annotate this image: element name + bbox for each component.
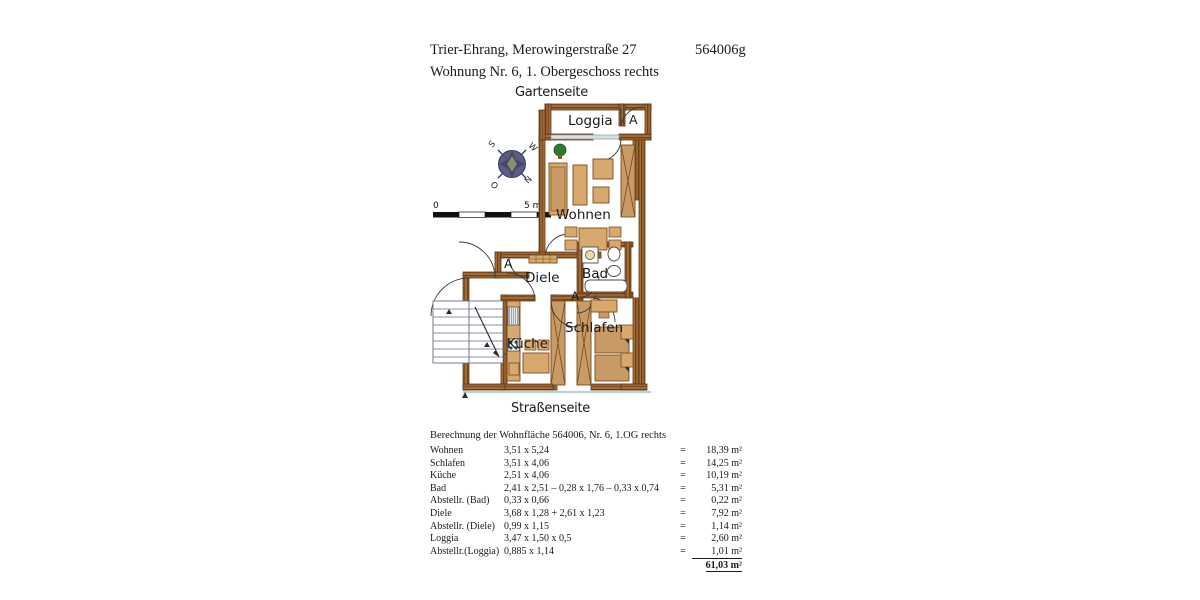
calc-equals: = [680, 545, 686, 557]
calc-equals: = [680, 533, 686, 545]
label-street-side: Straßenseite [511, 401, 590, 416]
calc-value: 14,25 m² [706, 457, 742, 469]
calc-title: Berechnung der Wohnfläche 564006, Nr. 6,… [430, 430, 667, 441]
storage-label-bad: A [571, 289, 579, 303]
calc-value: 18,39 m² [706, 445, 742, 456]
calc-row: Wohnen 3,51 x 5,24 = 18,39 m² [430, 445, 742, 458]
compass-label-w: W [526, 141, 539, 154]
calc-equals: = [680, 495, 686, 507]
calc-row: Loggia 3,47 x 1,50 x 0,5 = 2,60 m² [430, 533, 742, 546]
room-label-loggia: Loggia [568, 113, 613, 129]
compass-rose: S W O N [487, 139, 539, 192]
calc-value: 7,92 m² [711, 507, 742, 519]
compass-label-s: S [487, 139, 498, 150]
calc-room-name: Abstellr.(Loggia) [430, 545, 500, 557]
scale-bar-end: 5 m [524, 201, 541, 211]
calc-row: Abstellr.(Loggia) 0,885 x 1,14 = 1,01 m² [430, 546, 742, 559]
label-garden-side: Gartenseite [515, 85, 588, 100]
calc-room-name: Abstellr. (Bad) [430, 495, 490, 507]
entrance-arrow [462, 392, 468, 398]
calc-room-name: Schlafen [430, 457, 465, 469]
calc-equals: = [680, 457, 686, 469]
calc-formula: 2,41 x 2,51 – 0,28 x 1,76 – 0,33 x 0,74 [504, 482, 659, 494]
room-label-schlafen: Schlafen [565, 320, 623, 336]
calc-equals: = [680, 470, 686, 482]
calc-row: Bad 2,41 x 2,51 – 0,28 x 1,76 – 0,33 x 0,… [430, 483, 742, 496]
scale-bar: 0 5 m [433, 201, 551, 218]
calc-room-name: Bad [430, 482, 447, 494]
calc-value: 2,60 m² [711, 533, 742, 545]
storage-label-diele: A [504, 256, 513, 271]
calc-value: 5,31 m² [711, 482, 742, 494]
page-subtitle: Wohnung Nr. 6, 1. Obergeschoss rechts [430, 64, 659, 80]
calc-value: 10,19 m² [706, 470, 742, 482]
calc-equals: = [680, 520, 686, 532]
room-label-bad: Bad [582, 266, 608, 282]
calc-room-name: Wohnen [430, 445, 464, 456]
calc-formula: 3,51 x 4,06 [504, 457, 549, 469]
calc-equals: = [680, 445, 686, 456]
calc-row: Schlafen 3,51 x 4,06 = 14,25 m² [430, 458, 742, 471]
calc-row: Abstellr. (Bad) 0,33 x 0,66 = 0,22 m² [430, 495, 742, 508]
calc-row: Diele 3,68 x 1,28 + 2,61 x 1,23 = 7,92 m² [430, 508, 742, 521]
scale-bar-start: 0 [433, 201, 439, 211]
calc-room-name: Abstellr. (Diele) [430, 520, 495, 532]
calc-room-name: Loggia [430, 533, 459, 545]
page-title: Trier-Ehrang, Merowingerstraße 27 [430, 42, 637, 58]
calc-value: 0,22 m² [711, 495, 742, 507]
area-calculation: Berechnung der Wohnfläche 564006, Nr. 6,… [430, 430, 760, 574]
calc-equals: = [680, 482, 686, 494]
calc-formula: 2,51 x 4,06 [504, 470, 549, 482]
calc-room-name: Küche [430, 470, 457, 482]
room-label-diele: Diele [525, 270, 560, 286]
calc-formula: 3,51 x 5,24 [504, 445, 549, 456]
compass-label-o: O [488, 180, 500, 192]
calc-value: 1,01 m² [711, 545, 742, 557]
furniture [432, 143, 634, 398]
compass-label-n: N [523, 175, 535, 187]
room-label-kueche: Küche [507, 336, 548, 352]
calc-formula: 0,885 x 1,14 [504, 545, 554, 557]
document-header: Trier-Ehrang, Merowingerstraße 27 564006… [430, 42, 770, 80]
calc-table: Wohnen 3,51 x 5,24 = 18,39 m² Schlafen 3,51 x… [430, 445, 742, 574]
calc-formula: 3,68 x 1,28 + 2,61 x 1,23 [504, 507, 605, 519]
calc-row: Küche 2,51 x 4,06 = 10,19 m² [430, 470, 742, 483]
plan-code: 564006g [695, 42, 746, 58]
staircase [432, 300, 504, 364]
storage-label-loggia: A [629, 112, 638, 127]
plant-icon [553, 143, 567, 157]
calc-total-value: 61,03 m² [692, 558, 742, 574]
calc-row: Abstellr. (Diele) 0,99 x 1,15 = 1,14 m² [430, 521, 742, 534]
room-label-wohnen: Wohnen [556, 207, 611, 223]
calc-total-row: 61,03 m² [430, 558, 742, 574]
floorplan-drawing: 0 5 m S W O N [425, 95, 765, 415]
calc-formula: 3,47 x 1,50 x 0,5 [504, 533, 572, 545]
calc-room-name: Diele [430, 507, 452, 519]
calc-formula: 0,99 x 1,15 [504, 520, 549, 532]
calc-value: 1,14 m² [711, 520, 742, 532]
calc-equals: = [680, 507, 686, 519]
calc-formula: 0,33 x 0,66 [504, 495, 549, 507]
